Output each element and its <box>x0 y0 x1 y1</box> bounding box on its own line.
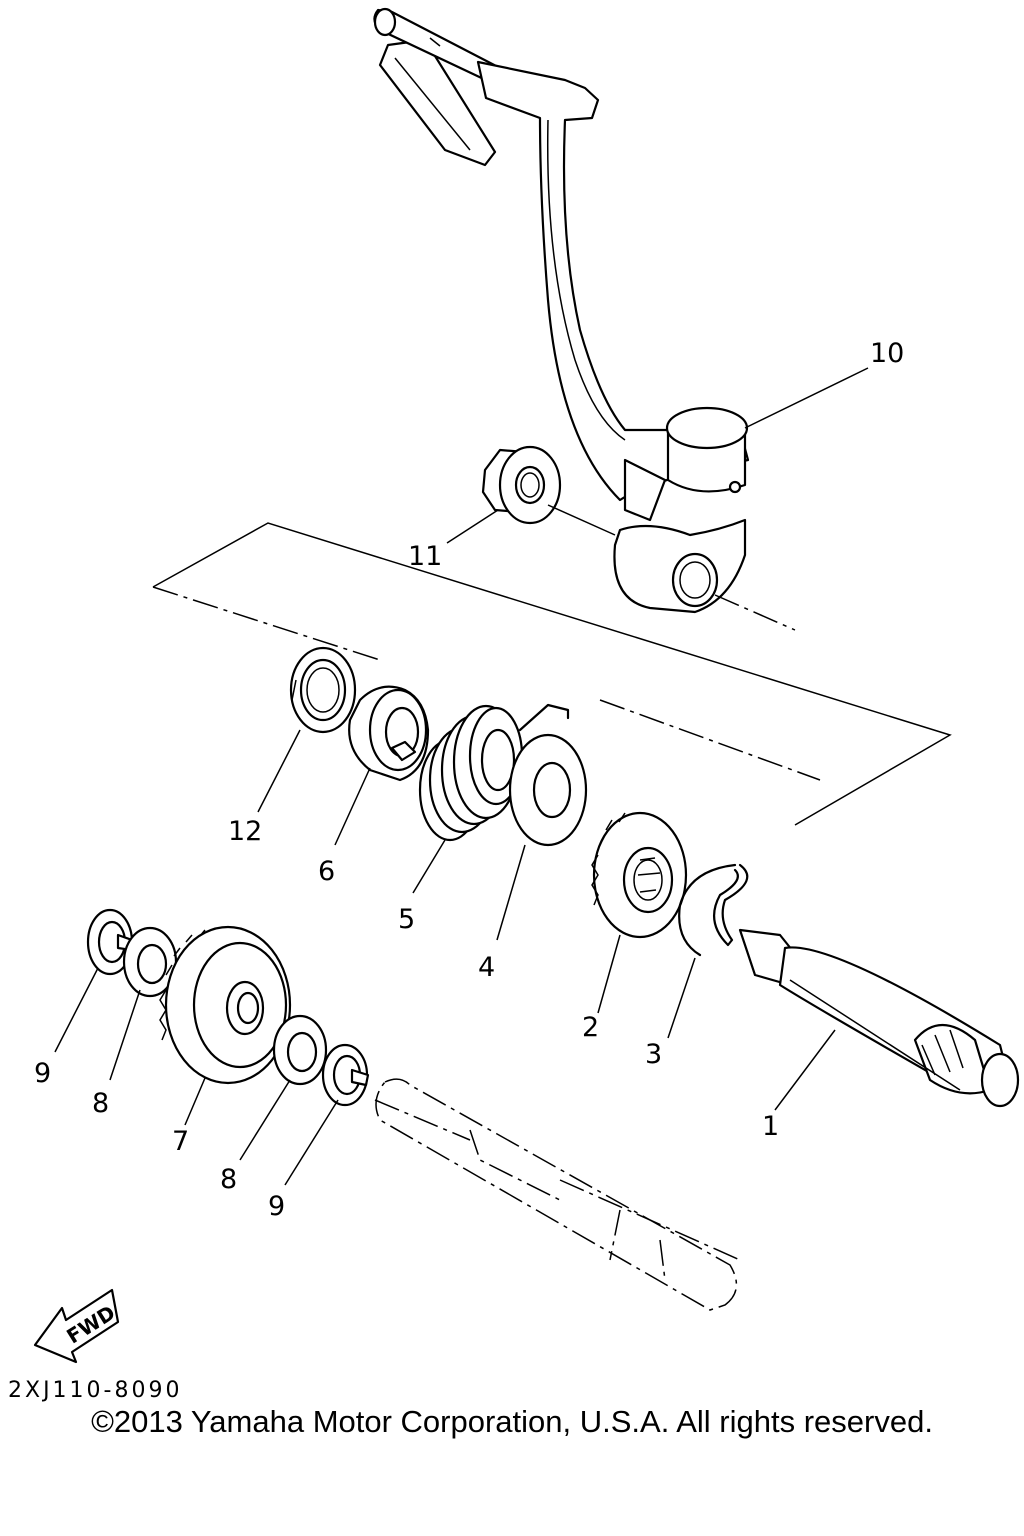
callout-10: 10 <box>870 338 904 369</box>
lower-shaft-reference <box>375 1078 738 1311</box>
oil-seal-part <box>289 646 357 734</box>
kick-lever-part <box>373 7 750 614</box>
callout-3: 3 <box>645 1039 662 1070</box>
leader-lines <box>54 367 869 1186</box>
diagram-code: 2XJ110-8090 <box>8 1378 183 1403</box>
ratchet-wheel-part <box>591 811 688 939</box>
callout-4: 4 <box>478 952 495 983</box>
spring-guide-part <box>348 685 430 782</box>
callout-9-lower: 9 <box>268 1191 285 1222</box>
washer-part <box>508 733 588 847</box>
nut-part <box>481 445 562 525</box>
callout-8-upper: 8 <box>92 1088 109 1119</box>
copyright-notice: ©2013 Yamaha Motor Corporation, U.S.A. A… <box>91 1404 933 1439</box>
washer-lower-part <box>272 1014 328 1086</box>
kick-shaft-part <box>738 928 1020 1108</box>
idle-gear-part <box>159 925 292 1085</box>
callout-12: 12 <box>228 816 262 847</box>
circlip-part <box>678 863 749 957</box>
callout-11: 11 <box>408 541 442 572</box>
callout-2: 2 <box>582 1012 599 1043</box>
callout-7: 7 <box>172 1126 189 1157</box>
callout-labels: 1 2 3 4 5 6 7 8 8 9 9 10 11 12 <box>34 338 904 1222</box>
assembly-lines <box>152 504 952 1261</box>
circlip-lower-part <box>321 1043 370 1107</box>
callout-1: 1 <box>762 1111 779 1142</box>
callout-5: 5 <box>398 904 415 935</box>
callout-8-lower: 8 <box>220 1164 237 1195</box>
callout-6: 6 <box>318 856 335 887</box>
callout-9-upper: 9 <box>34 1058 51 1089</box>
forward-direction-arrow: FWD <box>33 1288 119 1364</box>
